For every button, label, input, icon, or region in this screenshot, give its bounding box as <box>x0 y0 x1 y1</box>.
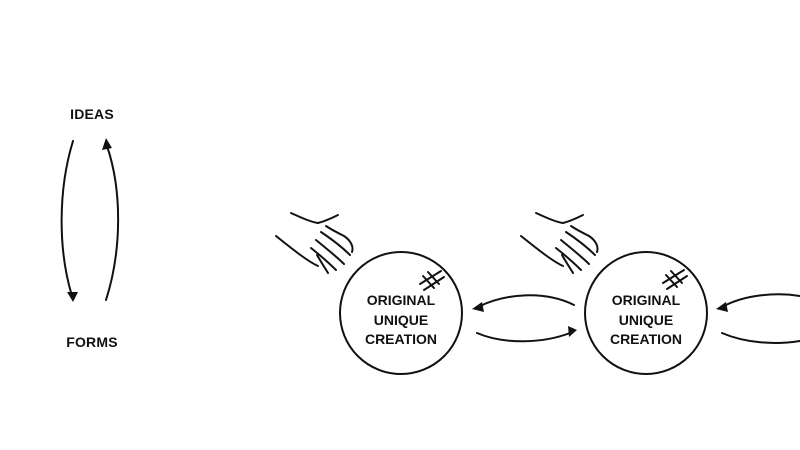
ideas-to-forms-arrow <box>60 140 74 297</box>
forms-to-ideas-arrowhead <box>102 138 112 150</box>
handshake-hand-icon <box>275 212 354 274</box>
forms-label: FORMS <box>66 334 118 350</box>
creation-circle-2 <box>584 251 708 375</box>
creation-line-3: CREATION <box>609 330 683 347</box>
hashtag-icon <box>419 270 445 291</box>
curved-arrow-icon <box>716 293 800 344</box>
creation-label-1: ORIGINAL UNIQUE CREATION <box>346 291 456 350</box>
creation-line-2: UNIQUE <box>618 311 674 328</box>
handshake-hand-icon <box>520 212 599 274</box>
ideas-forms-cycle <box>60 138 120 302</box>
creation-line-3: CREATION <box>364 330 438 347</box>
creation-group-1 <box>275 212 577 375</box>
creation-line-1: ORIGINAL <box>366 291 436 308</box>
hashtag-icon <box>662 269 688 290</box>
creation-line-1: ORIGINAL <box>611 291 681 308</box>
ideas-to-forms-arrowhead <box>67 292 78 302</box>
curved-arrow-icon <box>472 294 577 343</box>
ideas-label: IDEAS <box>70 106 114 122</box>
creation-circle-1 <box>339 251 463 375</box>
creation-group-2 <box>520 212 800 375</box>
forms-to-ideas-arrow <box>105 145 120 301</box>
creation-label-2: ORIGINAL UNIQUE CREATION <box>591 291 701 350</box>
creation-line-2: UNIQUE <box>373 311 429 328</box>
